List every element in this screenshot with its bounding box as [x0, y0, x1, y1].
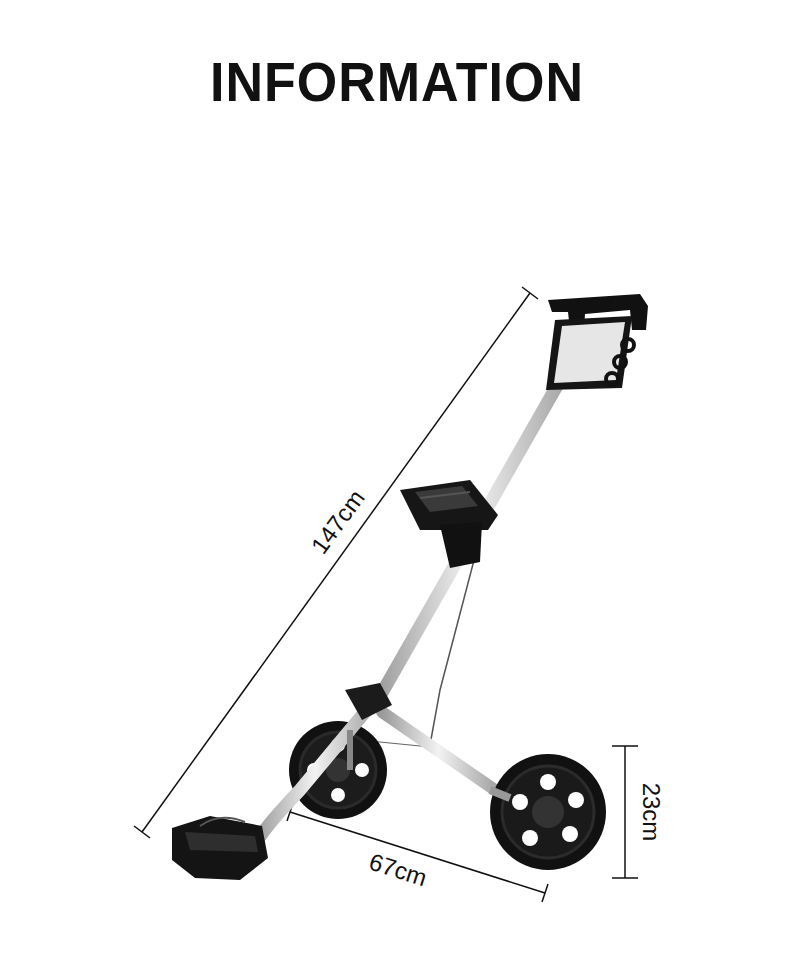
- page-title: INFORMATION: [210, 51, 584, 114]
- holder: [400, 480, 498, 568]
- dimension-label: 147cm: [304, 483, 371, 561]
- dimension-label: 23cm: [638, 780, 664, 845]
- handle: [546, 294, 648, 390]
- foot-bracket: [172, 816, 268, 880]
- wheel: [490, 754, 606, 870]
- dimension-line: [612, 746, 638, 878]
